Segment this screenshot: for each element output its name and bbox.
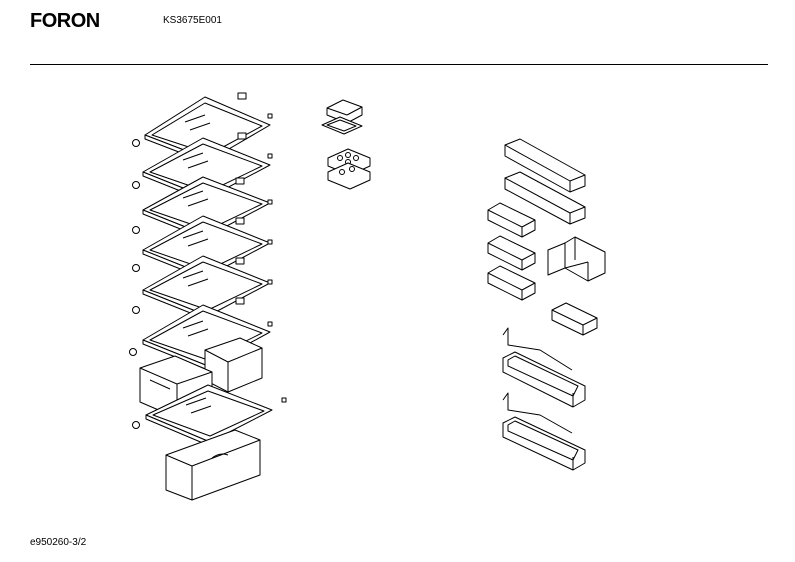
- door-bin-small: [487, 265, 536, 301]
- header-divider: [30, 64, 768, 65]
- glass-shelf: [142, 304, 271, 371]
- brand-logo: FORON: [30, 10, 100, 32]
- door-bin-small: [487, 202, 536, 238]
- door-shelf-long: [504, 138, 586, 193]
- egg-tray: [327, 148, 371, 190]
- door-tray: [502, 327, 586, 408]
- door-bin-small: [487, 235, 536, 271]
- door-tray: [502, 392, 586, 471]
- drawer-cover-shelf: [145, 384, 273, 447]
- shelf-clip: [235, 92, 287, 403]
- document-id: e950260-3/2: [30, 537, 87, 548]
- door-bin-small: [551, 302, 598, 336]
- bottom-drawer: [165, 429, 261, 501]
- door-shelf-long: [504, 171, 586, 225]
- butter-dish: [321, 99, 363, 135]
- vegetable-drawer: [204, 337, 263, 393]
- bottle-holder: [547, 236, 606, 282]
- shelf-support: [129, 139, 140, 429]
- model-number: KS3675E001: [163, 15, 222, 26]
